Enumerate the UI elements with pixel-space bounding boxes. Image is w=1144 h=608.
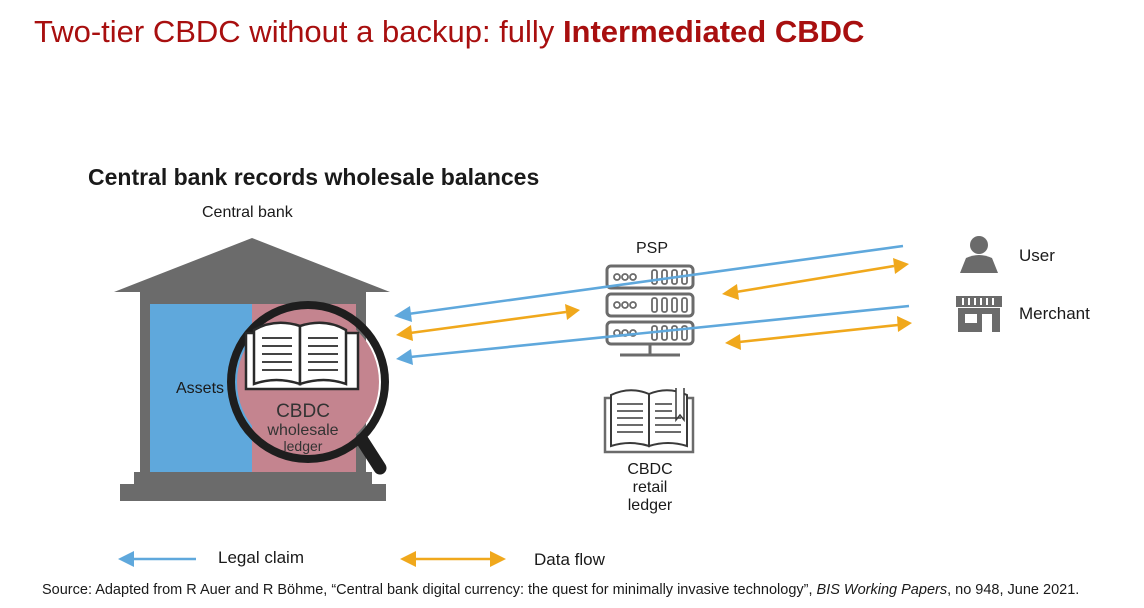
source-suffix: , no 948, June 2021. bbox=[947, 582, 1080, 598]
legend-data-flow-label: Data flow bbox=[534, 550, 605, 569]
user-label: User bbox=[1019, 246, 1055, 265]
retail-ledger-line3: ledger bbox=[627, 497, 673, 514]
retail-book-icon bbox=[603, 388, 695, 454]
wholesale-ledger-line1: CBDC bbox=[276, 401, 330, 422]
source-prefix: Source: Adapted from R Auer and R Böhme,… bbox=[42, 582, 813, 598]
user-icon bbox=[960, 236, 998, 273]
wholesale-ledger-line2: wholesale bbox=[267, 422, 339, 439]
slide-title-emphasis: Intermediated CBDC bbox=[562, 14, 865, 49]
shop-icon bbox=[956, 296, 1002, 332]
legal-claim-arrows bbox=[394, 244, 910, 365]
source-note: Source: Adapted from R Auer and R Böhme,… bbox=[42, 582, 1079, 598]
central-bank-label: Central bank bbox=[202, 204, 293, 221]
wholesale-ledger-label: CBDC wholesale ledger bbox=[248, 401, 358, 454]
wholesale-ledger-line3: ledger bbox=[283, 438, 323, 454]
legend-legal-claim-arrow bbox=[118, 551, 196, 567]
server-icon bbox=[605, 264, 695, 357]
merchant-label: Merchant bbox=[1019, 304, 1090, 323]
retail-ledger-label: CBDC retail ledger bbox=[600, 461, 700, 515]
source-journal: BIS Working Papers bbox=[816, 582, 948, 598]
wholesale-book-icon bbox=[244, 321, 360, 391]
retail-ledger-line1: CBDC bbox=[627, 461, 673, 478]
slide-title: Two-tier CBDC without a backup: fully In… bbox=[34, 14, 865, 49]
psp-label: PSP bbox=[636, 240, 669, 257]
data-flow-arrows bbox=[396, 258, 912, 350]
legend-data-flow-arrow bbox=[400, 551, 506, 567]
legend-legal-claim-label: Legal claim bbox=[218, 548, 304, 567]
diagram-subtitle: Central bank records wholesale balances bbox=[88, 164, 540, 190]
retail-ledger-line2: retail bbox=[632, 479, 668, 496]
assets-label: Assets bbox=[176, 380, 225, 397]
